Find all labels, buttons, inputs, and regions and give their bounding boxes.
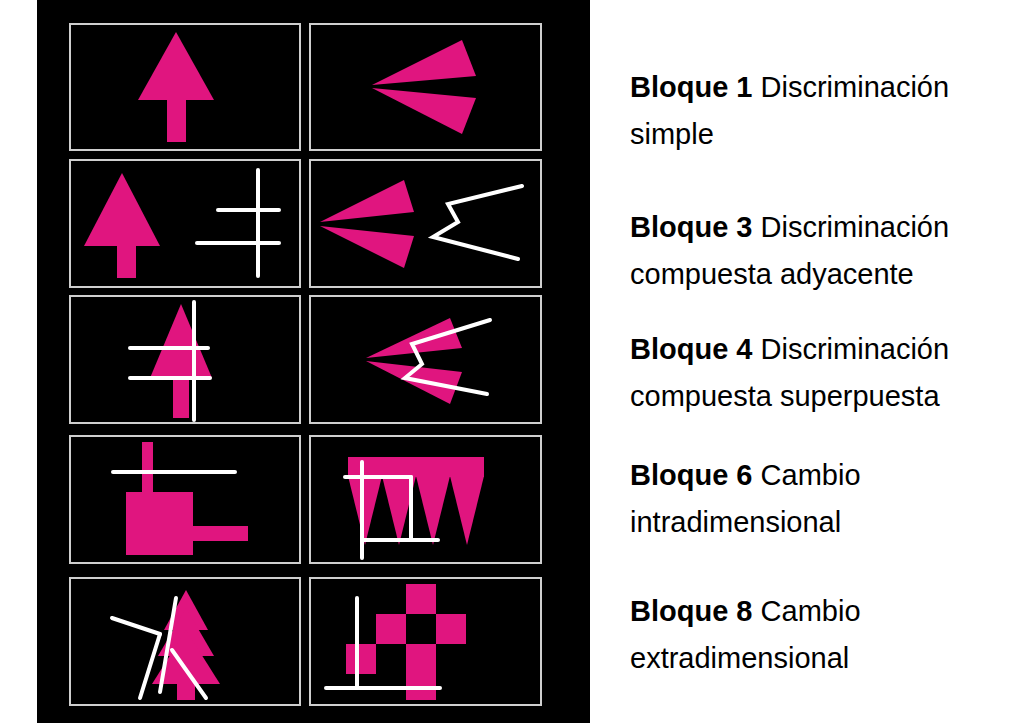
stimulus-frames (70, 24, 541, 705)
block-number: Bloque 3 (630, 211, 752, 243)
block-number: Bloque 8 (630, 595, 752, 627)
block-description: Bloque 6Cambio intradimensional (630, 452, 1022, 546)
white-lines (112, 170, 522, 698)
block-number: Bloque 4 (630, 333, 752, 365)
black-ground (37, 0, 590, 723)
block-number: Bloque 1 (630, 71, 752, 103)
magenta-shapes (84, 32, 484, 700)
block-description: Bloque 3Discriminación compuesta adyacen… (630, 204, 1022, 298)
block-description: Bloque 1Discriminación simple (630, 64, 1022, 158)
block-description: Bloque 4Discriminación compuesta superpu… (630, 326, 1022, 420)
block-number: Bloque 6 (630, 459, 752, 491)
block-description: Bloque 8Cambio extradimensional (630, 588, 1022, 682)
